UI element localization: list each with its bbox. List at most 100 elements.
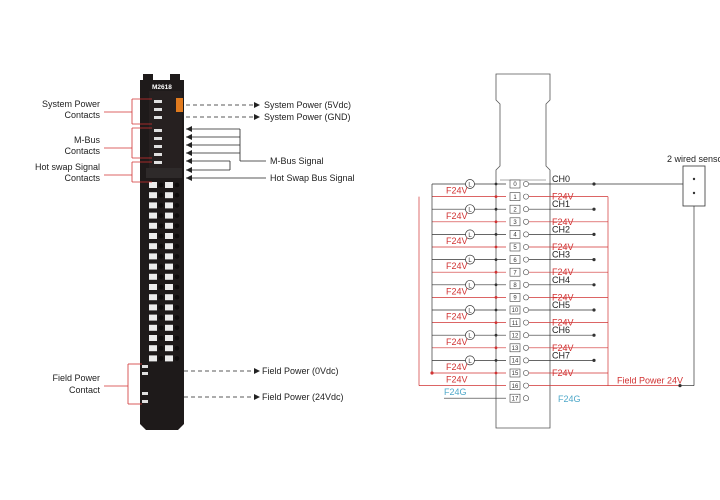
hot-swap-contacts-line1: Hot swap Signal xyxy=(35,162,100,172)
wire-dot xyxy=(494,233,498,236)
terminal-slot xyxy=(149,253,157,260)
system-power-contacts-line1: System Power xyxy=(42,99,100,109)
terminal-slot xyxy=(149,212,157,219)
terminal-box xyxy=(509,393,521,403)
terminal-box xyxy=(509,343,521,353)
left-f24v-label: F24V xyxy=(446,211,468,221)
wire-dot xyxy=(494,258,498,261)
left-f24v-label: F24V xyxy=(446,286,468,296)
terminal-number: 11 xyxy=(512,321,519,327)
terminal-slot xyxy=(149,314,157,321)
wire-dot xyxy=(592,333,596,337)
load-symbol-label: L xyxy=(468,233,472,239)
terminal-slot xyxy=(149,324,157,331)
terminal-number: 1 xyxy=(513,195,517,201)
terminal-screw xyxy=(523,218,529,225)
terminal-slot xyxy=(165,304,173,311)
load-symbol-label: L xyxy=(468,183,472,189)
terminal-screw xyxy=(174,325,180,331)
load-symbol xyxy=(465,305,475,315)
wiring-diagram: 01234567891011121314151617CH0F24VLF24VCH… xyxy=(418,73,720,429)
terminal-slot xyxy=(149,304,157,311)
terminal-slot xyxy=(165,263,173,270)
terminal-screw xyxy=(174,345,180,351)
wire-dot xyxy=(592,283,596,287)
terminal-slot xyxy=(165,355,173,362)
left-f24v-label: F24V xyxy=(446,362,468,372)
load-symbol-label: L xyxy=(468,309,472,315)
terminal-screw xyxy=(523,244,529,250)
system-power-gnd-label: System Power (GND) xyxy=(264,112,351,122)
terminal-screw xyxy=(174,356,180,361)
terminal-number: 14 xyxy=(512,359,519,365)
terminal-screw xyxy=(158,213,164,218)
terminal-screw xyxy=(174,233,180,239)
left-f24v-label: F24V xyxy=(446,261,468,271)
terminal-box xyxy=(509,368,521,378)
mbus-signal-label: M-Bus Signal xyxy=(270,156,324,166)
load-symbol xyxy=(465,355,475,366)
terminal-number: 12 xyxy=(512,333,519,339)
channel-label: CH7 xyxy=(552,350,570,360)
terminal-screw xyxy=(523,319,529,326)
terminal-screw xyxy=(174,264,180,269)
terminal-screw xyxy=(158,233,164,239)
hot-swap-contacts-line2: Contacts xyxy=(64,173,100,183)
terminal-slot xyxy=(165,222,173,229)
wire-dot xyxy=(494,371,498,375)
two-wire-sensor xyxy=(682,165,706,207)
terminal-box xyxy=(509,381,521,390)
channel-label: CH4 xyxy=(552,275,570,285)
wire-dot xyxy=(494,296,498,299)
terminal-screw xyxy=(523,344,529,351)
terminal-slot xyxy=(165,212,173,219)
terminal-slot xyxy=(149,335,157,341)
terminal-number: 13 xyxy=(512,346,519,352)
mbus-contacts-line2: Contacts xyxy=(64,146,100,156)
terminal-screw xyxy=(174,254,180,259)
terminal-slot xyxy=(165,345,173,352)
terminal-box xyxy=(509,217,521,227)
system-power-contacts-line2: Contacts xyxy=(64,110,100,120)
channel-label: CH1 xyxy=(552,199,570,209)
terminal-number: 8 xyxy=(513,283,517,289)
wire-dot xyxy=(494,321,498,324)
terminal-slot xyxy=(149,202,157,209)
terminal-screw xyxy=(523,193,529,200)
wire-dot xyxy=(430,371,434,375)
terminal-slot xyxy=(149,263,157,270)
terminal-screw xyxy=(158,254,164,259)
terminal-screw xyxy=(523,269,529,276)
terminal-box xyxy=(509,330,521,340)
load-symbol-label: L xyxy=(468,359,472,365)
channel-label: CH3 xyxy=(552,250,570,260)
terminal-screw xyxy=(158,192,164,198)
terminal-slot xyxy=(165,202,173,209)
terminal-slot xyxy=(165,233,173,239)
terminal-slot xyxy=(149,284,157,290)
terminal-screw xyxy=(158,274,164,280)
terminal-screw xyxy=(158,356,164,361)
terminal-screw xyxy=(158,335,164,341)
terminal-number: 2 xyxy=(513,207,517,213)
terminal-box xyxy=(509,318,521,327)
wire-dot xyxy=(494,220,498,224)
terminal-screw xyxy=(523,357,529,364)
left-f24v-label: F24V xyxy=(446,375,468,385)
terminal-box xyxy=(509,293,521,302)
terminal-screw xyxy=(158,243,164,249)
left-f24v-label: F24V xyxy=(446,337,468,347)
load-symbol xyxy=(465,204,475,215)
terminal-screw xyxy=(174,274,180,280)
load-symbol xyxy=(465,279,475,290)
terminal-slot xyxy=(149,233,157,239)
load-symbol xyxy=(465,330,475,341)
left-leader-lines xyxy=(104,98,152,405)
wire-dot xyxy=(592,207,596,211)
terminal-screw xyxy=(158,294,164,300)
wire-dot xyxy=(494,245,498,249)
terminal-screw xyxy=(523,382,529,389)
wire-dot xyxy=(494,270,498,274)
terminal-screw xyxy=(174,284,180,290)
terminal-screw xyxy=(158,223,164,229)
